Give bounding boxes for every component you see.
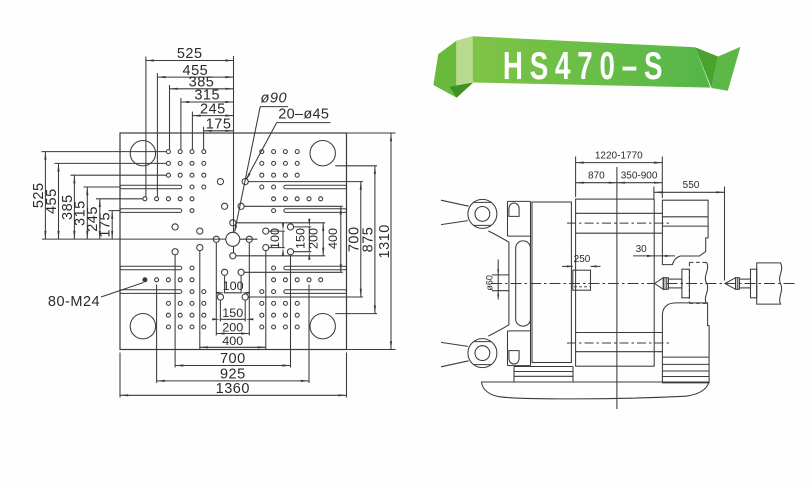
svg-text:200: 200 [306,228,320,249]
svg-text:175: 175 [206,117,232,133]
svg-text:1360: 1360 [216,381,250,397]
svg-text:30: 30 [636,244,648,255]
svg-text:20–ø45: 20–ø45 [278,107,329,123]
svg-text:315: 315 [73,200,89,226]
svg-text:175: 175 [98,212,114,238]
svg-text:385: 385 [189,75,215,91]
svg-text:HS470–S: HS470–S [503,46,669,88]
svg-text:350-900: 350-900 [621,171,658,182]
svg-text:1310: 1310 [377,224,393,258]
svg-text:100: 100 [268,228,282,249]
svg-text:1220-1770: 1220-1770 [595,150,643,161]
svg-text:550: 550 [683,180,700,191]
svg-text:400: 400 [326,228,340,249]
svg-text:525: 525 [177,46,203,62]
svg-text:455: 455 [183,63,209,79]
svg-text:ø60: ø60 [485,275,495,291]
svg-text:700: 700 [346,226,362,252]
svg-text:245: 245 [85,206,101,232]
svg-text:525: 525 [31,182,47,208]
svg-text:700: 700 [220,351,246,367]
svg-text:870: 870 [588,171,605,182]
svg-text:ø90: ø90 [261,91,288,107]
svg-text:150: 150 [222,306,243,320]
svg-text:80-M24: 80-M24 [48,294,100,310]
svg-text:150: 150 [293,228,307,249]
svg-text:385: 385 [60,194,76,220]
svg-text:455: 455 [44,188,60,214]
svg-text:245: 245 [200,101,226,117]
svg-text:200: 200 [222,320,243,334]
svg-text:250: 250 [574,254,591,265]
svg-text:400: 400 [222,334,243,348]
svg-text:875: 875 [361,227,377,253]
svg-text:315: 315 [194,88,220,104]
svg-text:925: 925 [220,367,246,383]
svg-text:100: 100 [223,279,244,293]
